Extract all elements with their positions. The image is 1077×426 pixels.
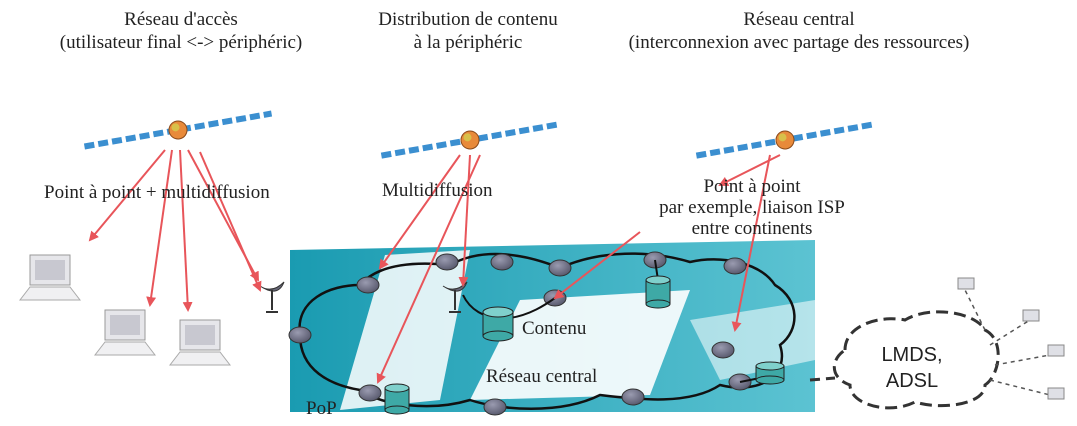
remote-device-icon	[1047, 387, 1065, 400]
router-node	[358, 384, 382, 402]
computer-icon	[18, 254, 82, 301]
p2p-example-line: par exemple, liaison ISP	[659, 197, 845, 218]
arrow	[378, 154, 461, 270]
content-server-icon	[482, 306, 514, 342]
core-network-subtitle: (interconnexion avec partage des ressour…	[628, 32, 970, 53]
computer-icons	[18, 254, 232, 366]
core-network-title: Réseau central	[743, 9, 855, 30]
distribution-subtitle: à la périphéric	[413, 32, 523, 53]
arrow	[376, 154, 481, 384]
satellite-dish-icon	[442, 281, 468, 313]
remote-device-icon	[957, 277, 975, 290]
access-network-subtitle: (utilisateur final <-> périphéric)	[59, 32, 303, 53]
computer-icon	[168, 319, 232, 366]
router-node	[483, 398, 507, 416]
router-node	[621, 388, 645, 406]
multicast-label: Multidiffusion	[382, 180, 493, 201]
access-links	[964, 289, 1051, 396]
remote-device-icon	[1047, 344, 1065, 357]
access-tech-line: ADSL	[885, 370, 939, 392]
server-cylinders	[384, 275, 785, 415]
access-network-header: Réseau d'accès (utilisateur final <-> pé…	[60, 8, 302, 54]
pop-server-icon	[384, 383, 410, 415]
pop-label: PoP	[306, 398, 337, 419]
p2p-multicast-label: Point à point + multidiffusion	[44, 182, 270, 203]
router-node	[435, 253, 459, 271]
satellite-icon	[380, 121, 560, 159]
remote-device-icons	[957, 277, 1065, 400]
router-node	[490, 253, 514, 271]
p2p-example-line: entre continents	[691, 218, 813, 239]
arrow	[88, 149, 166, 242]
p2p-example-line: Point à point	[703, 176, 801, 197]
arrow	[199, 151, 262, 292]
computer-icon	[93, 309, 157, 356]
access-network-title: Réseau d'accès	[124, 9, 238, 30]
core-network-label: Réseau central	[486, 366, 598, 387]
router-nodes	[288, 251, 752, 416]
satellite-icon	[695, 121, 875, 159]
distribution-header: Distribution de contenu à la périphéric	[378, 8, 557, 54]
remote-device-icon	[1022, 309, 1040, 322]
arrow	[458, 154, 471, 287]
satellite-dish-icon	[259, 281, 285, 313]
router-node	[288, 326, 312, 344]
access-tech-label: LMDS, ADSL	[881, 342, 942, 394]
router-node	[723, 257, 747, 275]
access-cloud	[832, 310, 1000, 410]
arrow	[179, 149, 193, 312]
access-tech-line: LMDS,	[881, 344, 943, 366]
p2p-example-label: Point à point par exemple, liaison ISP e…	[659, 176, 845, 239]
edge-server-icon	[755, 361, 785, 385]
satellite-icon	[83, 110, 273, 150]
server-icon	[645, 275, 671, 309]
transmission-arrows	[88, 149, 781, 384]
arrow	[731, 154, 771, 332]
router-node	[711, 341, 735, 359]
router-node	[548, 259, 572, 277]
core-network-background	[290, 240, 815, 412]
core-network-header: Réseau central (interconnexion avec part…	[629, 8, 970, 54]
arrow	[553, 231, 641, 300]
distribution-title: Distribution de contenu	[378, 9, 558, 30]
content-label: Contenu	[522, 318, 587, 339]
arrow	[146, 149, 173, 307]
router-node	[356, 276, 380, 294]
